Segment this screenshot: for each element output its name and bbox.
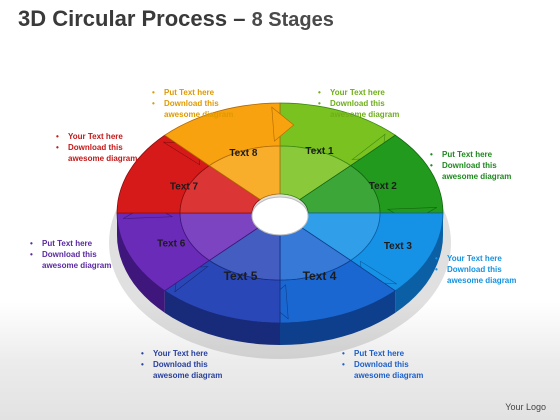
segment-label: Text 7	[170, 182, 199, 193]
callout-line: Download this	[428, 160, 511, 171]
segment-label: Text 1	[305, 146, 334, 157]
segment-side-wall	[280, 290, 396, 345]
callout-line: Your Text here	[54, 131, 137, 142]
title-main: 3D Circular Process	[18, 6, 228, 31]
callout-line: Download this	[316, 98, 399, 109]
segment-label: Text 6	[157, 239, 186, 250]
title-subtitle: 8 Stages	[251, 9, 334, 31]
segment-side-wall	[164, 290, 280, 345]
callout-line: Put Text here	[428, 149, 511, 160]
callout-line: awesome diagram	[42, 261, 112, 270]
callout-line: Download this	[54, 142, 137, 153]
callout-line: awesome diagram	[68, 154, 138, 163]
segment-label: Text 4	[303, 269, 337, 283]
segment-inner-ring	[208, 145, 281, 201]
callout-line: Put Text here	[150, 87, 233, 98]
callout-line: Download this	[139, 359, 222, 370]
segment-label: Text 3	[384, 241, 413, 252]
segment-label: Text 8	[229, 148, 258, 159]
callout-line: Your Text here	[316, 87, 399, 98]
segment-arrow-notch	[271, 106, 295, 142]
callout-line: awesome diagram	[447, 276, 517, 285]
logo-text: Your Logo	[505, 402, 546, 412]
callout-line: Put Text here	[340, 348, 423, 359]
title-dash: –	[233, 6, 246, 31]
callout-line: awesome diagram	[153, 371, 223, 380]
segment-label: Text 5	[224, 269, 258, 283]
callout-line: Download this	[433, 264, 516, 275]
callout-line: awesome diagram	[330, 110, 400, 119]
callout-line: Put Text here	[28, 238, 111, 249]
callout-line: Download this	[150, 98, 233, 109]
callout-line: Your Text here	[139, 348, 222, 359]
segment-label: Text 2	[369, 181, 398, 192]
callout-line: awesome diagram	[442, 172, 512, 181]
callout-line: awesome diagram	[354, 371, 424, 380]
center-hole	[251, 196, 309, 236]
page-title: 3D Circular Process – 8 Stages	[18, 6, 334, 32]
segment-side-wall	[395, 213, 443, 313]
callout-line: Your Text here	[433, 253, 516, 264]
callout-line: awesome diagram	[164, 110, 234, 119]
callout-line: Download this	[340, 359, 423, 370]
callout-line: Download this	[28, 249, 111, 260]
segment-side-wall	[117, 213, 165, 313]
